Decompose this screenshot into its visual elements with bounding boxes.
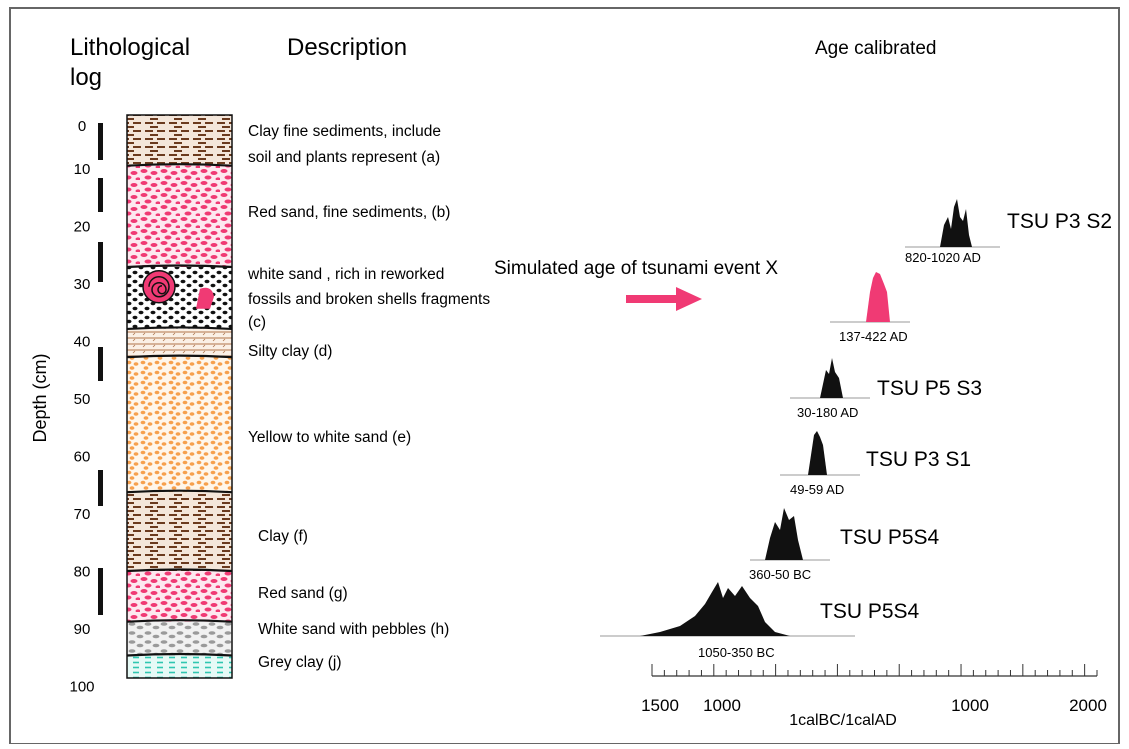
lithological-column <box>126 114 233 679</box>
sample-name-label: TSU P3 S1 <box>866 448 971 471</box>
layer-boundary <box>126 354 233 359</box>
layer-a <box>127 115 232 166</box>
age-distributions: 820-1020 AD TSU P3 S2 137-422 AD 30-180 AD T… <box>600 199 1112 660</box>
description-header: Description <box>287 34 407 61</box>
layer-description-c: (c) <box>248 314 266 331</box>
layer-boundary <box>126 163 233 167</box>
ammonite-spiral-icon <box>148 275 170 298</box>
depth-tick-label: 0 <box>78 118 86 135</box>
time-axis-tick-label: 1000 <box>703 696 741 715</box>
layer-h <box>127 621 232 656</box>
depth-scale-bar <box>98 242 103 282</box>
layer-description-e: Yellow to white sand (e) <box>248 429 411 446</box>
simulated-age-label: Simulated age of tsunami event X <box>494 258 778 279</box>
layer-description-b: Red sand, fine sediments, (b) <box>248 204 450 221</box>
depth-tick-label: 80 <box>74 564 91 581</box>
layer-description-f: Clay (f) <box>258 528 308 545</box>
layer-description-c: white sand , rich in reworked <box>247 266 444 283</box>
depth-tick-label: 60 <box>74 449 91 466</box>
layer-boundary <box>126 619 233 623</box>
probability-distribution <box>765 508 803 560</box>
layer-descriptions: Clay fine sediments, include soil and pla… <box>247 123 490 671</box>
probability-distribution <box>940 199 972 247</box>
layer-description-a: soil and plants represent (a) <box>248 149 440 166</box>
depth-tick-label: 40 <box>74 334 91 351</box>
layer-description-j: Grey clay (j) <box>258 654 342 671</box>
age-range-label: 820-1020 AD <box>905 250 981 265</box>
time-axis-center-label: 1calBC/1calAD <box>789 712 897 729</box>
age-range-label: 30-180 AD <box>797 405 858 420</box>
layer-boundary <box>126 264 233 269</box>
probability-distribution <box>866 272 890 322</box>
depth-tick-label: 100 <box>69 679 94 696</box>
age-range-label: 49-59 AD <box>790 482 844 497</box>
layer-d <box>127 328 232 358</box>
time-axis-tick-label: 1000 <box>951 696 989 715</box>
depth-tick-label: 30 <box>74 276 91 293</box>
shell-fragment-icon <box>196 287 214 309</box>
layer-boundary <box>126 568 233 573</box>
layer-boundary <box>126 652 233 657</box>
column-outline <box>126 114 233 679</box>
layer-e <box>127 357 232 493</box>
depth-axis-ticks: 0 10 20 30 40 50 60 70 80 90 100 <box>69 118 94 696</box>
layer-description-h: White sand with pebbles (h) <box>258 621 449 638</box>
sample-name-label: TSU P5 S3 <box>877 377 982 400</box>
depth-scale-bar <box>98 123 103 160</box>
layer-description-c: fossils and broken shells fragments <box>248 291 490 308</box>
depth-tick-label: 10 <box>74 161 91 178</box>
layer-c <box>127 267 232 329</box>
depth-scale-bar <box>98 568 103 615</box>
time-axis-tick-label: 2000 <box>1069 696 1107 715</box>
depth-scale-bar <box>98 347 103 381</box>
layer-description-g: Red sand (g) <box>258 585 348 602</box>
depth-tick-label: 90 <box>74 621 91 638</box>
layer-description-a: Clay fine sediments, include <box>248 123 441 140</box>
time-axis-tick-label: 1500 <box>641 696 679 715</box>
probability-distribution <box>820 358 843 398</box>
sample-name-label: TSU P5S4 <box>820 600 920 623</box>
depth-tick-label: 20 <box>74 219 91 236</box>
layer-boundary <box>126 489 233 494</box>
age-calibrated-header: Age calibrated <box>815 38 936 59</box>
age-range-label: 1050-350 BC <box>698 645 775 660</box>
sample-name-label: TSU P5S4 <box>840 526 940 549</box>
layer-g <box>127 571 232 622</box>
lithological-log-header-line2: log <box>70 64 102 91</box>
age-range-label: 137-422 AD <box>839 329 908 344</box>
depth-scale-bar <box>98 178 103 212</box>
layer-j <box>127 655 232 678</box>
layer-description-d: Silty clay (d) <box>248 343 332 360</box>
time-axis: 1500 1000 1000 2000 1calBC/1calAD <box>641 664 1107 729</box>
depth-tick-label: 70 <box>74 506 91 523</box>
arrow-icon <box>626 287 702 311</box>
age-range-label: 360-50 BC <box>749 567 811 582</box>
layer-boundary <box>126 326 233 331</box>
sample-name-label: TSU P3 S2 <box>1007 210 1112 233</box>
depth-scale-bar <box>98 470 103 506</box>
depth-tick-label: 50 <box>74 391 91 408</box>
layer-b <box>127 165 232 268</box>
probability-distribution <box>640 582 790 636</box>
lithological-log-header: Lithological <box>70 34 190 61</box>
depth-axis-label: Depth (cm) <box>30 353 50 442</box>
probability-distribution <box>808 431 827 475</box>
depth-scale-bars <box>98 123 103 615</box>
layer-f <box>127 492 232 572</box>
